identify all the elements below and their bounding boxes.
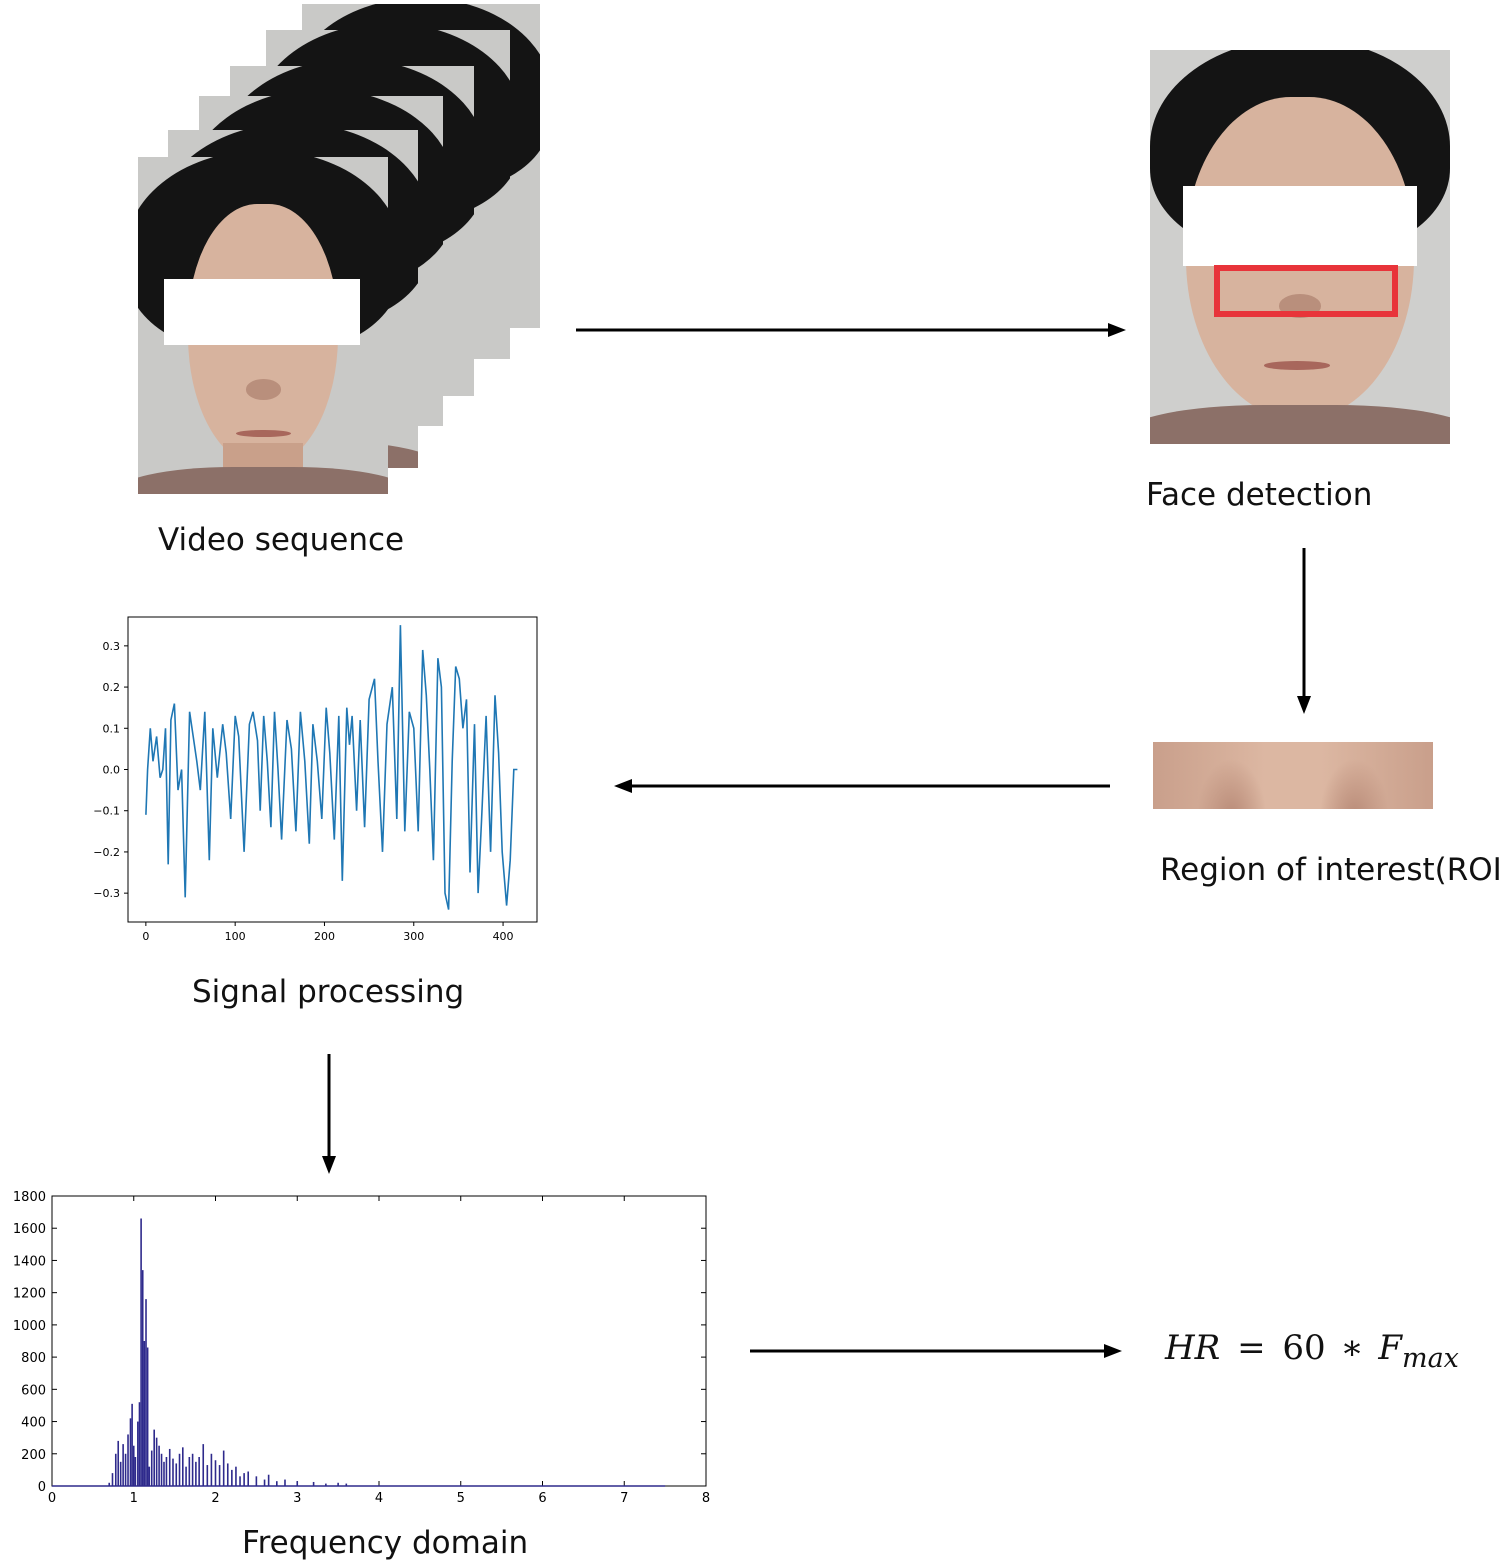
x-tick-label: 8 — [702, 1491, 710, 1506]
arrow-down — [1297, 548, 1311, 714]
arrow-right — [750, 1344, 1122, 1358]
y-tick-label: 1000 — [13, 1319, 46, 1334]
y-tick-label: 1400 — [13, 1254, 46, 1269]
x-tick-label: 100 — [225, 930, 246, 943]
frequency-chart: 0 200 400 600 800 1000 1200 1400 1600 1800 0 1 2 3 4 5… — [13, 1190, 710, 1506]
formula-hr: HR — [1165, 1328, 1221, 1368]
y-tick-label: 400 — [21, 1416, 46, 1431]
y-tick-label: 0 — [38, 1480, 46, 1495]
formula-subscript: max — [1401, 1342, 1459, 1374]
formula-times: ∗ — [1340, 1328, 1364, 1368]
frequency-domain-label: Frequency domain — [242, 1525, 529, 1561]
signal-chart: 0.3 0.2 0.1 0.0 −0.1 −0.2 −0.3 0 100 200 300 400 — [93, 616, 538, 943]
y-tick-label: 600 — [21, 1383, 46, 1398]
roi-image — [1153, 742, 1433, 809]
y-tick-label: 0.0 — [103, 764, 121, 777]
video-sequence-label: Video sequence — [158, 522, 405, 558]
y-tick-label: 200 — [21, 1448, 46, 1463]
signal-processing-label: Signal processing — [192, 974, 465, 1010]
hr-formula: HR = 60 ∗ Fmax — [1165, 1328, 1459, 1374]
signal-series-line — [145, 625, 518, 910]
formula-sixty: 60 — [1282, 1328, 1326, 1368]
y-tick-label: −0.1 — [93, 805, 120, 818]
x-tick-label: 2 — [211, 1491, 219, 1506]
roi-box — [1214, 265, 1398, 317]
x-tick-label: 5 — [457, 1491, 465, 1506]
x-tick-label: 4 — [375, 1491, 383, 1506]
x-tick-label: 3 — [293, 1491, 301, 1506]
x-tick-label: 0 — [48, 1491, 56, 1506]
y-tick-label: −0.3 — [93, 887, 120, 900]
x-tick-label: 400 — [493, 930, 514, 943]
y-tick-label: 0.2 — [103, 681, 121, 694]
x-tick-label: 6 — [538, 1491, 546, 1506]
x-tick-label: 0 — [142, 930, 149, 943]
privacy-bar — [1183, 186, 1417, 266]
face-detection-label: Face detection — [1146, 477, 1373, 513]
y-tick-label: 1200 — [13, 1287, 46, 1302]
x-tick-label: 1 — [130, 1491, 138, 1506]
x-tick-label: 7 — [620, 1491, 628, 1506]
signal-plot-frame — [127, 616, 538, 923]
x-tick-label: 200 — [314, 930, 335, 943]
face-detection-image — [1150, 50, 1450, 444]
y-tick-label: 1800 — [13, 1190, 46, 1205]
formula-equals: = — [1237, 1328, 1266, 1368]
arrow-down — [322, 1054, 336, 1174]
y-tick-label: 1600 — [13, 1222, 46, 1237]
y-tick-label: −0.2 — [93, 846, 120, 859]
frequency-plot-frame — [51, 1195, 707, 1487]
y-tick-label: 0.1 — [103, 722, 121, 735]
video-frame-front — [138, 157, 388, 494]
formula-f: F — [1378, 1328, 1402, 1368]
y-tick-label: 0.3 — [103, 640, 121, 653]
y-tick-label: 800 — [21, 1351, 46, 1366]
arrow-right — [576, 323, 1126, 337]
roi-label: Region of interest(ROI) — [1160, 852, 1500, 888]
arrow-left — [614, 779, 1110, 793]
x-tick-label: 300 — [403, 930, 424, 943]
privacy-bar — [164, 279, 360, 345]
